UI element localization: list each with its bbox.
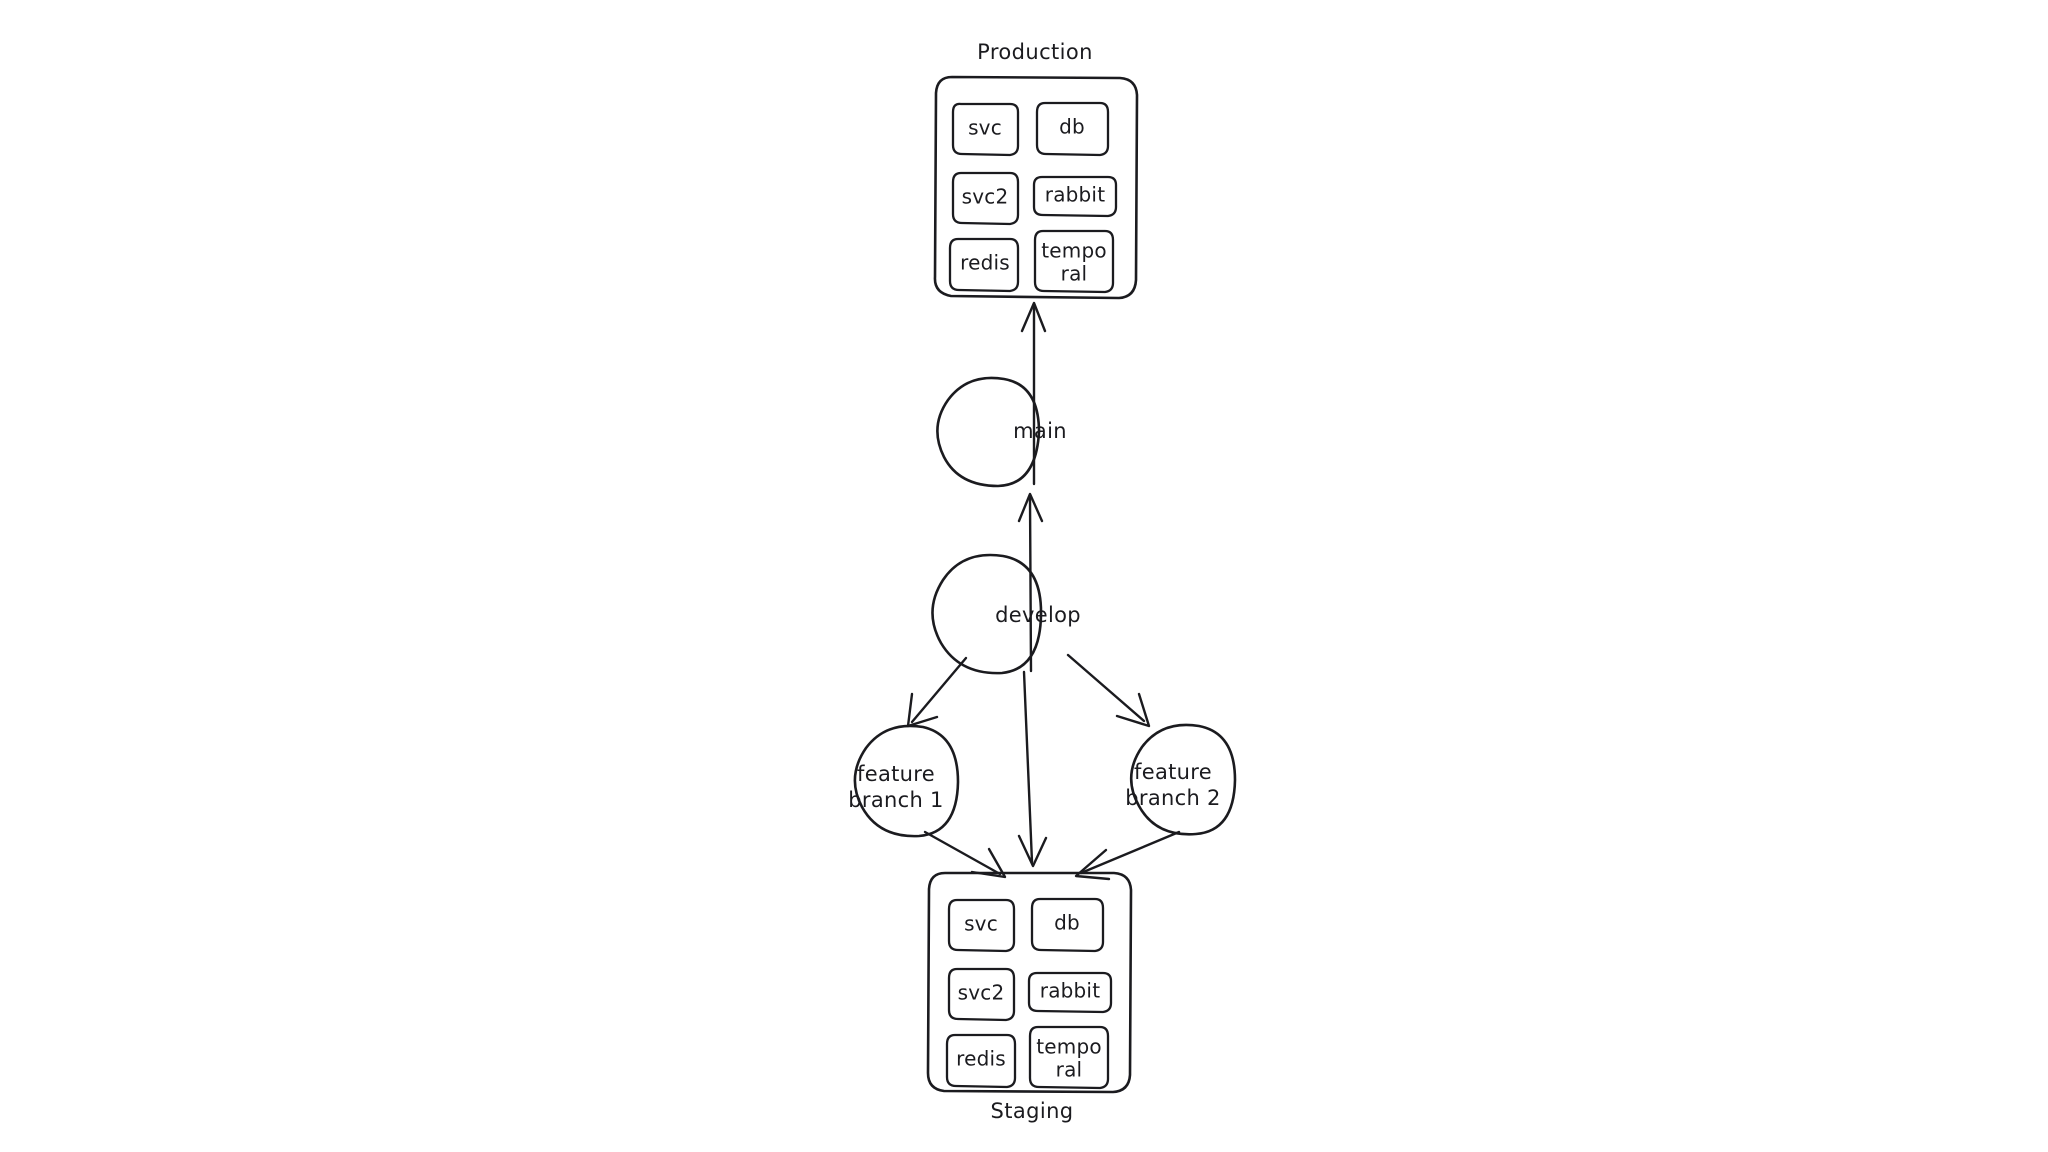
service-prod-rabbit[interactable]: rabbit <box>1032 175 1118 218</box>
branch-node-develop[interactable]: develop <box>931 553 1081 675</box>
service-prod-svc-label: svc <box>968 116 1002 140</box>
service-prod-svc-box <box>951 102 1020 157</box>
service-prod-svc2-label: svc2 <box>962 185 1009 209</box>
edge-feature-branch-2-to-staging <box>1074 830 1181 881</box>
cluster-staging-title: Staging <box>990 1099 1073 1123</box>
service-prod-db-label: db <box>1059 115 1085 139</box>
branch-node-main-label: main <box>1013 419 1067 443</box>
branch-node-feature-branch-2-label-line2: branch 2 <box>1125 786 1220 810</box>
service-stg-redis-label: redis <box>956 1047 1006 1071</box>
service-prod-temporal-label-line1: tempo <box>1041 239 1107 263</box>
service-stg-svc2-label: svc2 <box>958 981 1005 1005</box>
edge-feature-branch-1-to-staging <box>923 830 1007 879</box>
branch-node-feature-branch-2-circle <box>1129 723 1237 836</box>
service-prod-svc2-box <box>951 171 1020 226</box>
edge-develop-to-staging <box>1017 670 1048 868</box>
service-prod-svc[interactable]: svc <box>951 102 1020 157</box>
service-stg-temporal-box <box>1028 1025 1110 1090</box>
service-stg-db-label: db <box>1054 911 1080 935</box>
service-stg-svc-box <box>947 898 1016 953</box>
service-prod-redis-box <box>948 237 1020 293</box>
service-prod-redis-label: redis <box>960 251 1010 275</box>
branch-node-feature-branch-1[interactable]: feature branch 1 <box>848 724 960 838</box>
service-prod-redis[interactable]: redis <box>948 237 1020 293</box>
edge-develop-to-feature-branch-2 <box>1066 653 1151 728</box>
cluster-production-title: Production <box>977 40 1093 64</box>
edge-main-to-production <box>1020 301 1047 486</box>
service-stg-rabbit[interactable]: rabbit <box>1027 971 1113 1014</box>
service-prod-temporal-box <box>1033 229 1115 294</box>
service-stg-db-box <box>1030 897 1105 953</box>
service-stg-db[interactable]: db <box>1030 897 1105 953</box>
service-prod-db[interactable]: db <box>1035 101 1110 157</box>
branch-node-feature-branch-1-circle <box>853 724 960 838</box>
branch-node-feature-branch-2[interactable]: feature branch 2 <box>1125 723 1237 836</box>
service-stg-svc2[interactable]: svc2 <box>947 967 1016 1022</box>
service-stg-rabbit-box <box>1027 971 1113 1014</box>
service-prod-rabbit-box <box>1032 175 1118 218</box>
cluster-production[interactable]: Production svc db svc2 rabbit redis <box>933 40 1139 300</box>
service-stg-temporal[interactable]: tempo ral <box>1028 1025 1110 1090</box>
service-stg-redis-box <box>945 1033 1017 1089</box>
service-stg-temporal-label-line1: tempo <box>1036 1035 1102 1059</box>
cluster-staging[interactable]: svc db svc2 rabbit redis tempo ral Stag <box>926 871 1133 1123</box>
service-stg-svc-label: svc <box>964 912 998 936</box>
service-stg-redis[interactable]: redis <box>945 1033 1017 1089</box>
branch-node-main[interactable]: main <box>936 376 1067 488</box>
service-prod-rabbit-label: rabbit <box>1045 183 1105 207</box>
service-stg-rabbit-label: rabbit <box>1040 979 1100 1003</box>
service-stg-temporal-label-line2: ral <box>1056 1058 1083 1082</box>
service-prod-db-box <box>1035 101 1110 157</box>
branch-node-develop-label: develop <box>995 603 1081 627</box>
service-stg-svc2-box <box>947 967 1016 1022</box>
service-prod-svc2[interactable]: svc2 <box>951 171 1020 226</box>
branch-node-feature-branch-1-label-line2: branch 1 <box>848 788 943 812</box>
branch-node-develop-circle <box>931 553 1043 675</box>
branch-node-main-circle <box>936 376 1041 488</box>
branch-node-feature-branch-1-label-line1: feature <box>857 762 935 786</box>
edge-develop-to-main <box>1017 492 1044 673</box>
service-stg-svc[interactable]: svc <box>947 898 1016 953</box>
service-prod-temporal-label-line2: ral <box>1061 262 1088 286</box>
edge-develop-to-feature-branch-1 <box>906 656 968 728</box>
branch-node-feature-branch-2-label-line1: feature <box>1134 760 1212 784</box>
service-prod-temporal[interactable]: tempo ral <box>1033 229 1115 294</box>
